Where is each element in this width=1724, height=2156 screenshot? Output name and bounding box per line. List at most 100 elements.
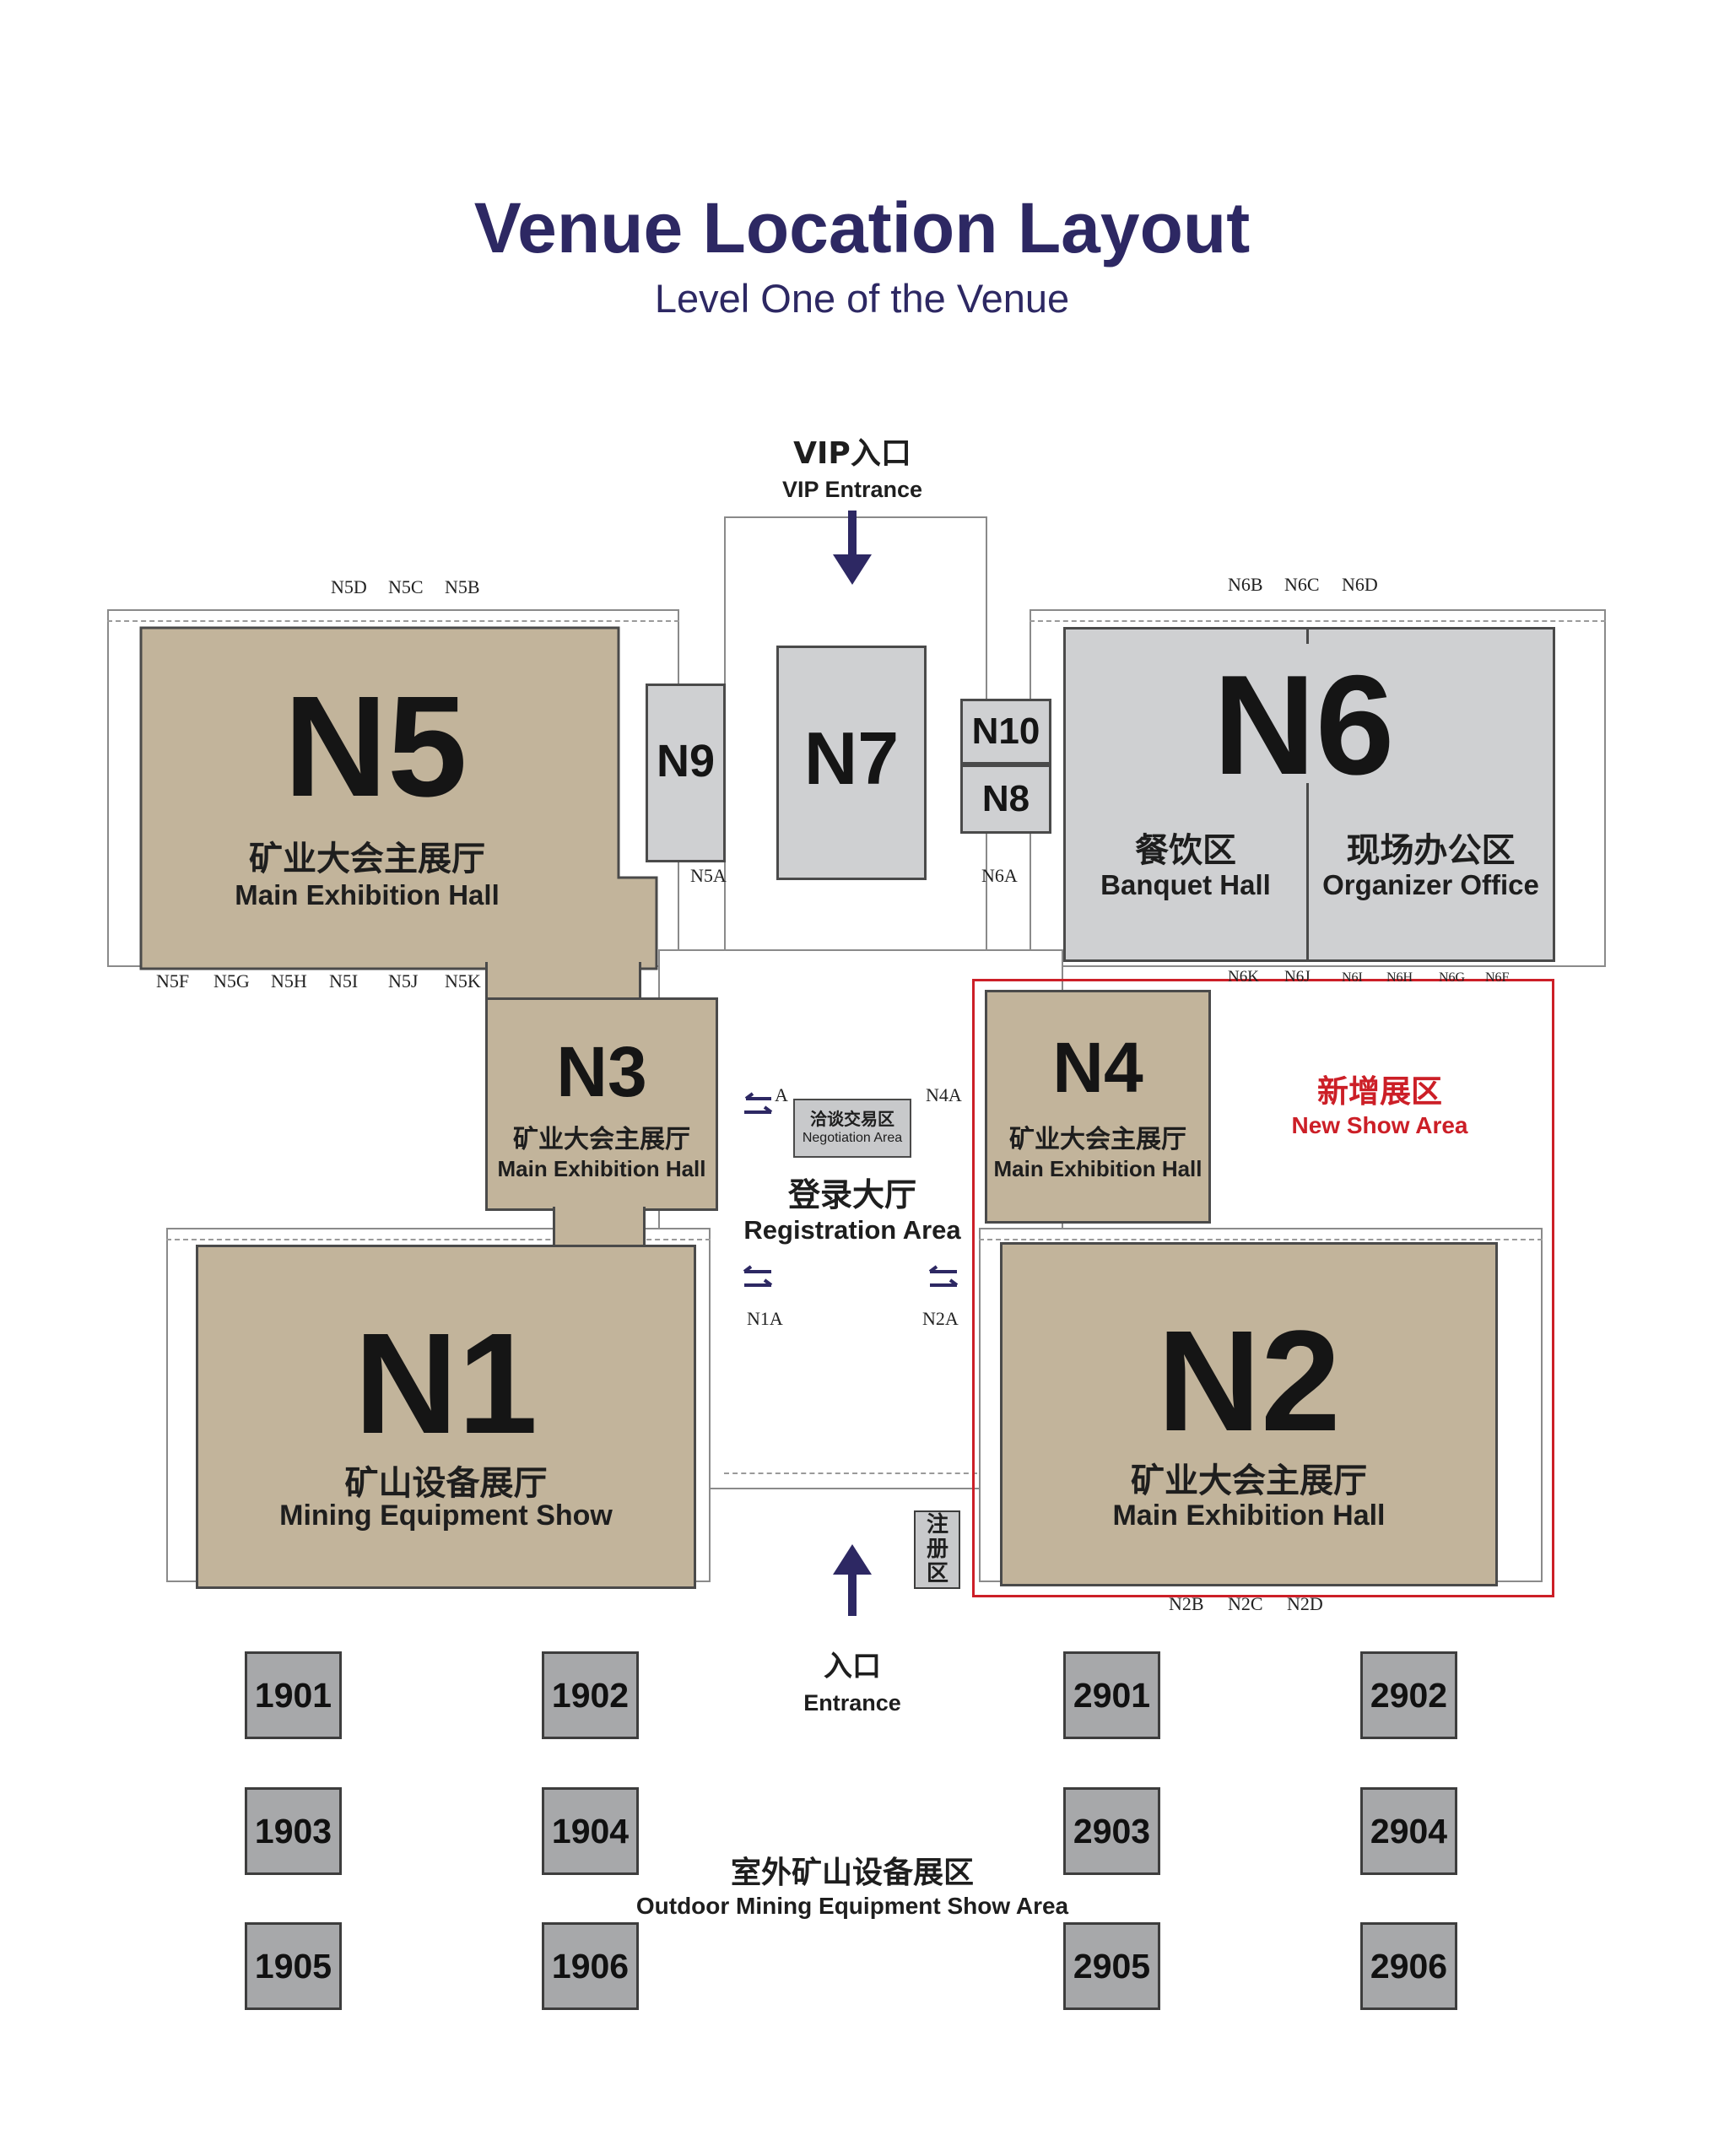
gate-label: A: [775, 1084, 788, 1105]
hall-n4-code: N4: [1052, 1028, 1143, 1107]
hall-n2-label-zh: 矿业大会主展厅: [1131, 1462, 1367, 1500]
hall-n9-code: N9: [656, 736, 716, 786]
hall-n7-code: N7: [803, 716, 900, 800]
hall-n6-office-en: Organizer Office: [1322, 869, 1539, 900]
wall-detail: [107, 620, 679, 622]
gate-label: N6J: [1284, 968, 1311, 986]
hall-n3-label-zh: 矿业大会主展厅: [513, 1125, 690, 1154]
negotiation-area-label-en: Negotiation Area: [802, 1131, 903, 1145]
hall-n6-office-zh: 现场办公区: [1346, 831, 1516, 870]
gate-label: N5C: [388, 576, 424, 597]
register-zone-label: 注册区: [927, 1512, 949, 1586]
outdoor-area-label-en: Outdoor Mining Equipment Show Area: [635, 1893, 1069, 1919]
hall-n5-n3-connector: [485, 962, 641, 1000]
gate-label: N2C: [1228, 1593, 1263, 1614]
page-title: Venue Location Layout: [473, 188, 1251, 267]
negotiation-area-label-zh: 洽谈交易区: [810, 1109, 894, 1129]
outdoor-booth: 2904: [1360, 1787, 1457, 1875]
gate-label: N6I: [1342, 970, 1363, 985]
hall-n5-label-zh: 矿业大会主展厅: [249, 840, 485, 878]
corridor-line: [724, 1472, 977, 1474]
gate-label: N6B: [1228, 574, 1263, 595]
gate-label: N5F: [156, 970, 190, 992]
hall-n4: [985, 990, 1211, 1224]
hall-n1: [196, 1245, 696, 1589]
hall-n1-code: N1: [354, 1304, 538, 1464]
gate-label: N6K: [1228, 968, 1259, 986]
hall-n7: [776, 646, 927, 880]
hall-n6-divider: [1306, 783, 1309, 962]
new-show-area-outline: [972, 979, 1554, 1597]
gate-label: N6A: [981, 865, 1018, 886]
wall-detail: [979, 1239, 1543, 1240]
outdoor-booth: 1902: [542, 1651, 639, 1739]
gate-label: N5B: [445, 576, 480, 597]
hall-n5-code: N5: [284, 667, 467, 827]
gate-label: N6F: [1485, 970, 1510, 985]
outdoor-booth: 1905: [245, 1922, 342, 2010]
vip-entrance-arrow-icon: [833, 511, 872, 585]
gate-label: N5D: [331, 576, 367, 597]
gate-label: N4A: [926, 1084, 962, 1105]
gate-label: N5I: [329, 970, 359, 992]
outdoor-booth: 1904: [542, 1787, 639, 1875]
hall-n3-label-en: Main Exhibition Hall: [497, 1156, 706, 1181]
gate-label: N5H: [271, 970, 307, 992]
gate-label: N6H: [1386, 970, 1413, 985]
new-show-area-label-zh: 新增展区: [1317, 1073, 1442, 1110]
outdoor-booth: 2903: [1063, 1787, 1160, 1875]
register-zone-box: [914, 1510, 960, 1589]
hall-n1-label-en: Mining Equipment Show: [279, 1499, 613, 1532]
gate-label: N6G: [1439, 970, 1466, 985]
main-entrance-label-zh: 入口: [824, 1650, 881, 1683]
gate-label: N5J: [388, 970, 419, 992]
hall-n4-label-zh: 矿业大会主展厅: [1009, 1125, 1186, 1154]
hall-n6-banquet-zh: 餐饮区: [1135, 831, 1236, 870]
hall-n6-code: N6: [1213, 646, 1395, 804]
negotiation-area-box: [793, 1099, 911, 1158]
outdoor-booth: 2906: [1360, 1922, 1457, 2010]
outdoor-booth: 2905: [1063, 1922, 1160, 2010]
hall-n1-label-zh: 矿山设备展厅: [344, 1464, 548, 1503]
page-subtitle: Level One of the Venue: [654, 276, 1070, 321]
hall-n3-code: N3: [556, 1032, 647, 1111]
gate-label: N1A: [747, 1308, 783, 1329]
vip-entrance-label-zh: VIP入口: [793, 436, 911, 471]
hall-n2: [1000, 1242, 1498, 1586]
double-arrow-icon: [744, 1092, 773, 1114]
vip-entrance-label-en: VIP Entrance: [781, 477, 923, 502]
gate-label: N2B: [1169, 1593, 1204, 1614]
gate-label: N6C: [1284, 574, 1320, 595]
hall-n5-shape: [139, 626, 658, 970]
outdoor-booth: 2901: [1063, 1651, 1160, 1739]
hall-n2-label-en: Main Exhibition Hall: [1112, 1499, 1386, 1532]
hall-n10: [960, 699, 1051, 765]
hall-n9: [646, 684, 726, 862]
hall-n8: [960, 765, 1051, 834]
double-arrow-icon: [743, 1265, 773, 1287]
gate-label: N2A: [922, 1308, 959, 1329]
hall-n4-label-en: Main Exhibition Hall: [993, 1156, 1202, 1181]
gate-label: N2D: [1287, 1593, 1323, 1614]
registration-area-label-en: Registration Area: [743, 1215, 961, 1245]
gate-label: N6D: [1342, 574, 1378, 595]
outdoor-booth: 1906: [542, 1922, 639, 2010]
hall-n6-banquet-en: Banquet Hall: [1100, 869, 1271, 900]
registration-area-label-zh: 登录大厅: [787, 1176, 916, 1213]
wall-detail: [166, 1239, 711, 1240]
outdoor-booth: 2902: [1360, 1651, 1457, 1739]
outdoor-area-label-zh: 室外矿山设备展区: [730, 1856, 974, 1890]
gate-label: N5G: [213, 970, 250, 992]
new-show-area-label-en: New Show Area: [1291, 1112, 1468, 1138]
hall-n3-n1-connector: [553, 1207, 646, 1249]
main-entrance-label-en: Entrance: [803, 1690, 901, 1716]
wall-detail: [1030, 620, 1606, 622]
hall-n6: [1063, 627, 1555, 962]
outdoor-booth: 1903: [245, 1787, 342, 1875]
outdoor-booth: 1901: [245, 1651, 342, 1739]
gate-label: N5K: [445, 970, 481, 992]
hall-n5-label-en: Main Exhibition Hall: [235, 879, 500, 910]
hall-n8-code: N8: [981, 778, 1030, 819]
hall-n3: [485, 997, 718, 1211]
hall-n2-code: N2: [1157, 1301, 1341, 1462]
